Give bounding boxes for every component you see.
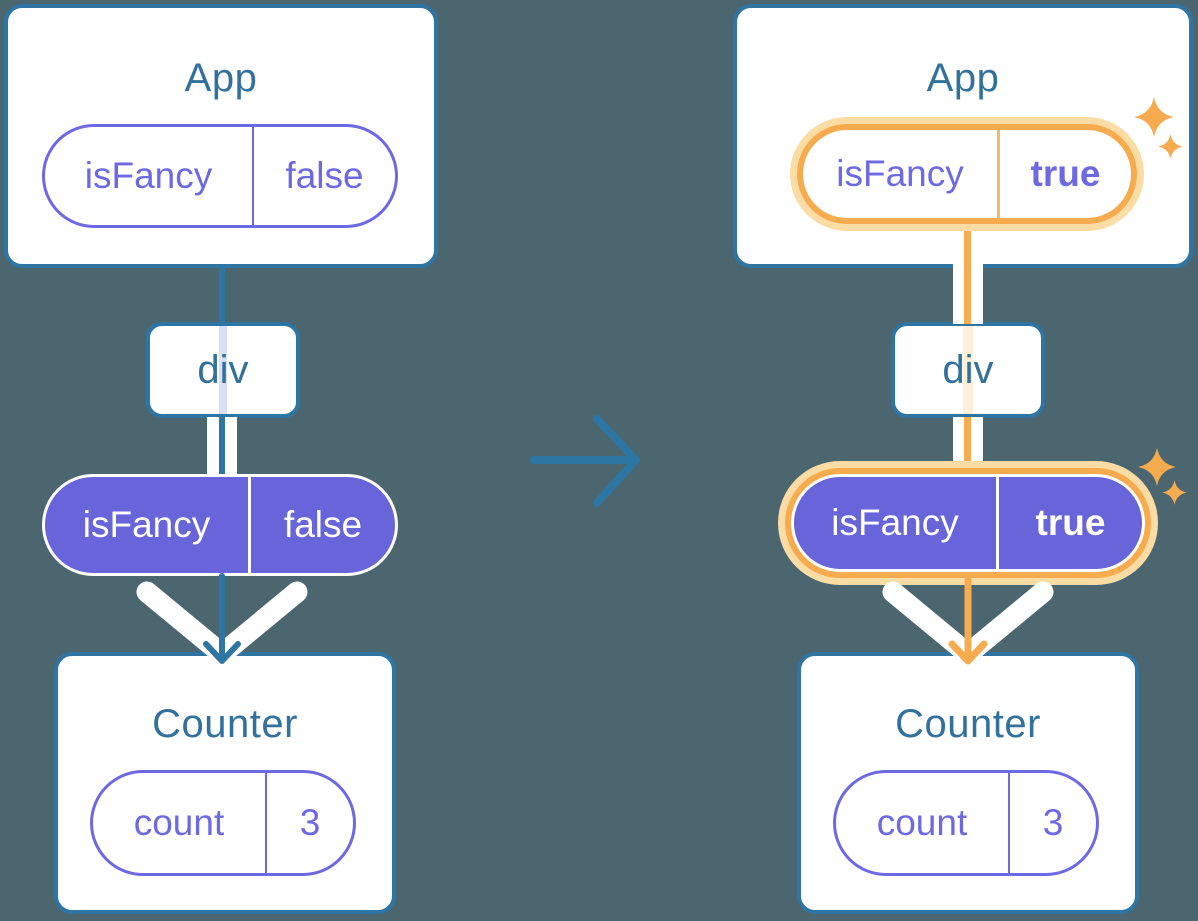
- passed-prop-pill-highlighted: isFancy true: [791, 474, 1145, 572]
- component-title: Counter: [152, 702, 298, 746]
- pill-divider: [252, 127, 254, 225]
- edge-app-to-div: [219, 266, 225, 324]
- sparkle-icon: [1134, 97, 1174, 137]
- prop-value: true: [1030, 153, 1101, 194]
- pill-divider: [997, 130, 1000, 218]
- state-name: count: [133, 802, 225, 843]
- prop-name: isFancy: [836, 153, 964, 194]
- passed-prop-pill: isFancy false: [42, 474, 398, 576]
- state-pill: count 3: [833, 770, 1099, 876]
- prop-flow-line: [964, 417, 971, 479]
- prop-passthrough-line: [963, 326, 973, 414]
- state-value: 3: [1042, 802, 1064, 843]
- pill-divider: [248, 477, 251, 573]
- counter-component-card: Counter count 3: [797, 652, 1139, 914]
- pill-divider: [996, 477, 999, 569]
- state-value: 3: [299, 802, 321, 843]
- prop-name: isFancy: [831, 502, 959, 543]
- prop-flow-line: [219, 417, 225, 479]
- transition-arrow-icon: [530, 415, 640, 507]
- div-component-card: div: [891, 322, 1045, 418]
- prop-flow-arrow-icon: [882, 576, 1054, 665]
- prop-name: isFancy: [84, 155, 213, 196]
- state-name: count: [876, 802, 968, 843]
- sparkle-icon: [1158, 134, 1183, 159]
- prop-value: true: [1035, 502, 1106, 543]
- counter-component-card: Counter count 3: [54, 652, 396, 914]
- prop-pill: isFancy false: [42, 124, 398, 228]
- prop-pill-highlighted: isFancy true: [797, 124, 1137, 224]
- sparkle-icon: [1137, 447, 1177, 487]
- component-title: App: [184, 56, 258, 100]
- component-title: div: [942, 347, 994, 392]
- prop-name: isFancy: [82, 504, 211, 545]
- prop-passthrough-line: [219, 326, 227, 414]
- component-title: div: [197, 347, 249, 392]
- component-title: Counter: [895, 702, 1041, 746]
- prop-value: false: [283, 504, 363, 545]
- prop-flow-arrow-icon: [136, 573, 308, 665]
- pill-divider: [265, 773, 267, 873]
- state-pill: count 3: [90, 770, 356, 876]
- prop-flow-line: [964, 228, 971, 324]
- component-title: App: [926, 56, 1000, 100]
- pill-divider: [1008, 773, 1010, 873]
- div-component-card: div: [146, 322, 300, 418]
- sparkle-icon: [1162, 480, 1187, 505]
- app-component-card: App isFancy false: [4, 4, 438, 268]
- prop-value: false: [285, 155, 364, 196]
